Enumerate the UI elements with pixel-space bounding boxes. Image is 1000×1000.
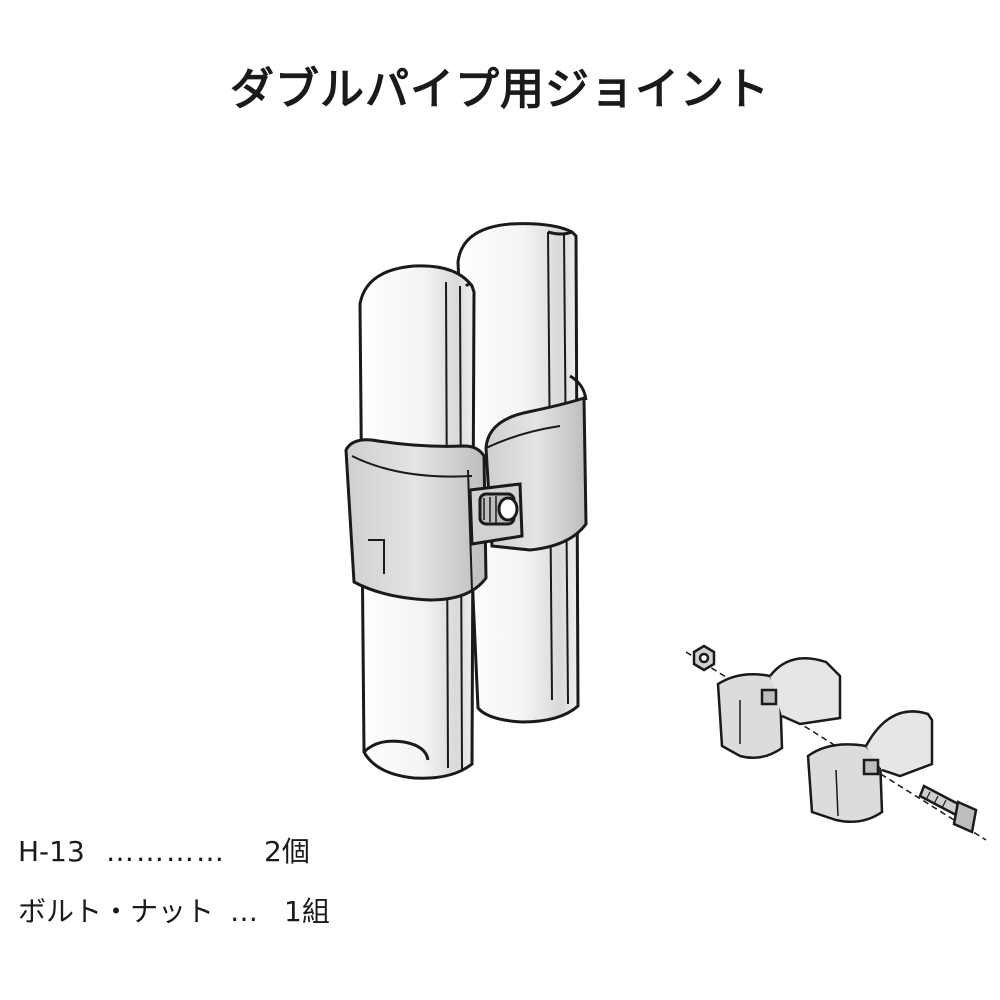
lower-clamp-half-icon — [806, 710, 934, 823]
part-quantity: 1組 — [284, 895, 330, 928]
bolt-icon — [918, 784, 978, 834]
nut-icon — [692, 644, 716, 672]
exploded-view — [685, 644, 987, 841]
part-quantity: 2個 — [264, 835, 310, 868]
upper-clamp-half-icon — [716, 656, 842, 759]
part-name: ボルト・ナット — [18, 895, 215, 928]
part-name: H-13 — [18, 835, 85, 868]
leader-dots: ………… — [106, 835, 226, 868]
leader-dots: … — [230, 895, 260, 928]
bolt-head-icon — [468, 482, 524, 546]
left-clamp-ring — [344, 438, 488, 602]
page-title: ダブルパイプ用ジョイント — [230, 64, 770, 115]
